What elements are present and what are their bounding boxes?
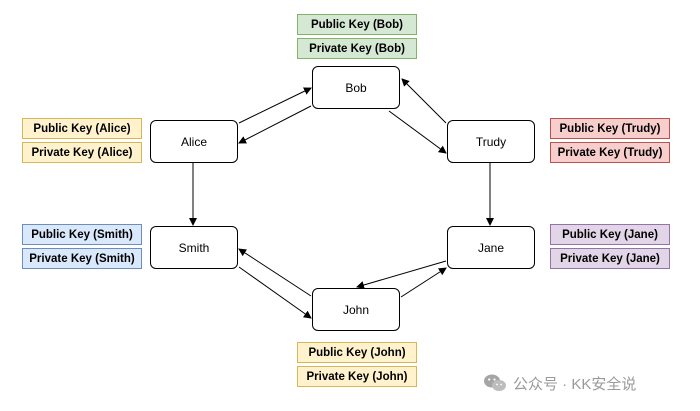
arrow-bob-to-trudy	[388, 110, 447, 154]
node-smith: Smith	[150, 226, 238, 269]
john-private-key: Private Key (John)	[297, 366, 417, 387]
wechat-icon	[483, 373, 507, 393]
arrow-jane-to-john	[356, 260, 447, 289]
arrow-alice-to-bob	[238, 87, 312, 124]
watermark: 公众号 · KK安全说	[483, 371, 636, 395]
smith-private-key: Private Key (Smith)	[22, 248, 142, 269]
node-jane: Jane	[447, 226, 535, 269]
arrow-john-to-smith	[238, 248, 312, 297]
arrow-john-to-jane	[400, 267, 447, 298]
alice-private-key: Private Key (Alice)	[22, 142, 142, 163]
trudy-private-key: Private Key (Trudy)	[550, 142, 670, 163]
watermark-text: 公众号 · KK安全说	[513, 375, 637, 393]
bob-private-key: Private Key (Bob)	[297, 38, 417, 59]
arrow-bob-to-alice	[238, 105, 312, 144]
arrow-trudy-to-bob	[401, 78, 447, 124]
arrow-smith-to-john	[238, 266, 312, 319]
trudy-public-key: Public Key (Trudy)	[550, 118, 670, 139]
node-alice: Alice	[150, 120, 238, 163]
node-john: John	[312, 288, 400, 331]
bob-public-key: Public Key (Bob)	[297, 14, 417, 35]
node-trudy: Trudy	[447, 120, 535, 163]
alice-public-key: Public Key (Alice)	[22, 118, 142, 139]
jane-public-key: Public Key (Jane)	[550, 224, 670, 245]
john-public-key: Public Key (John)	[297, 342, 417, 363]
smith-public-key: Public Key (Smith)	[22, 224, 142, 245]
jane-private-key: Private Key (Jane)	[550, 248, 670, 269]
node-bob: Bob	[312, 66, 400, 109]
